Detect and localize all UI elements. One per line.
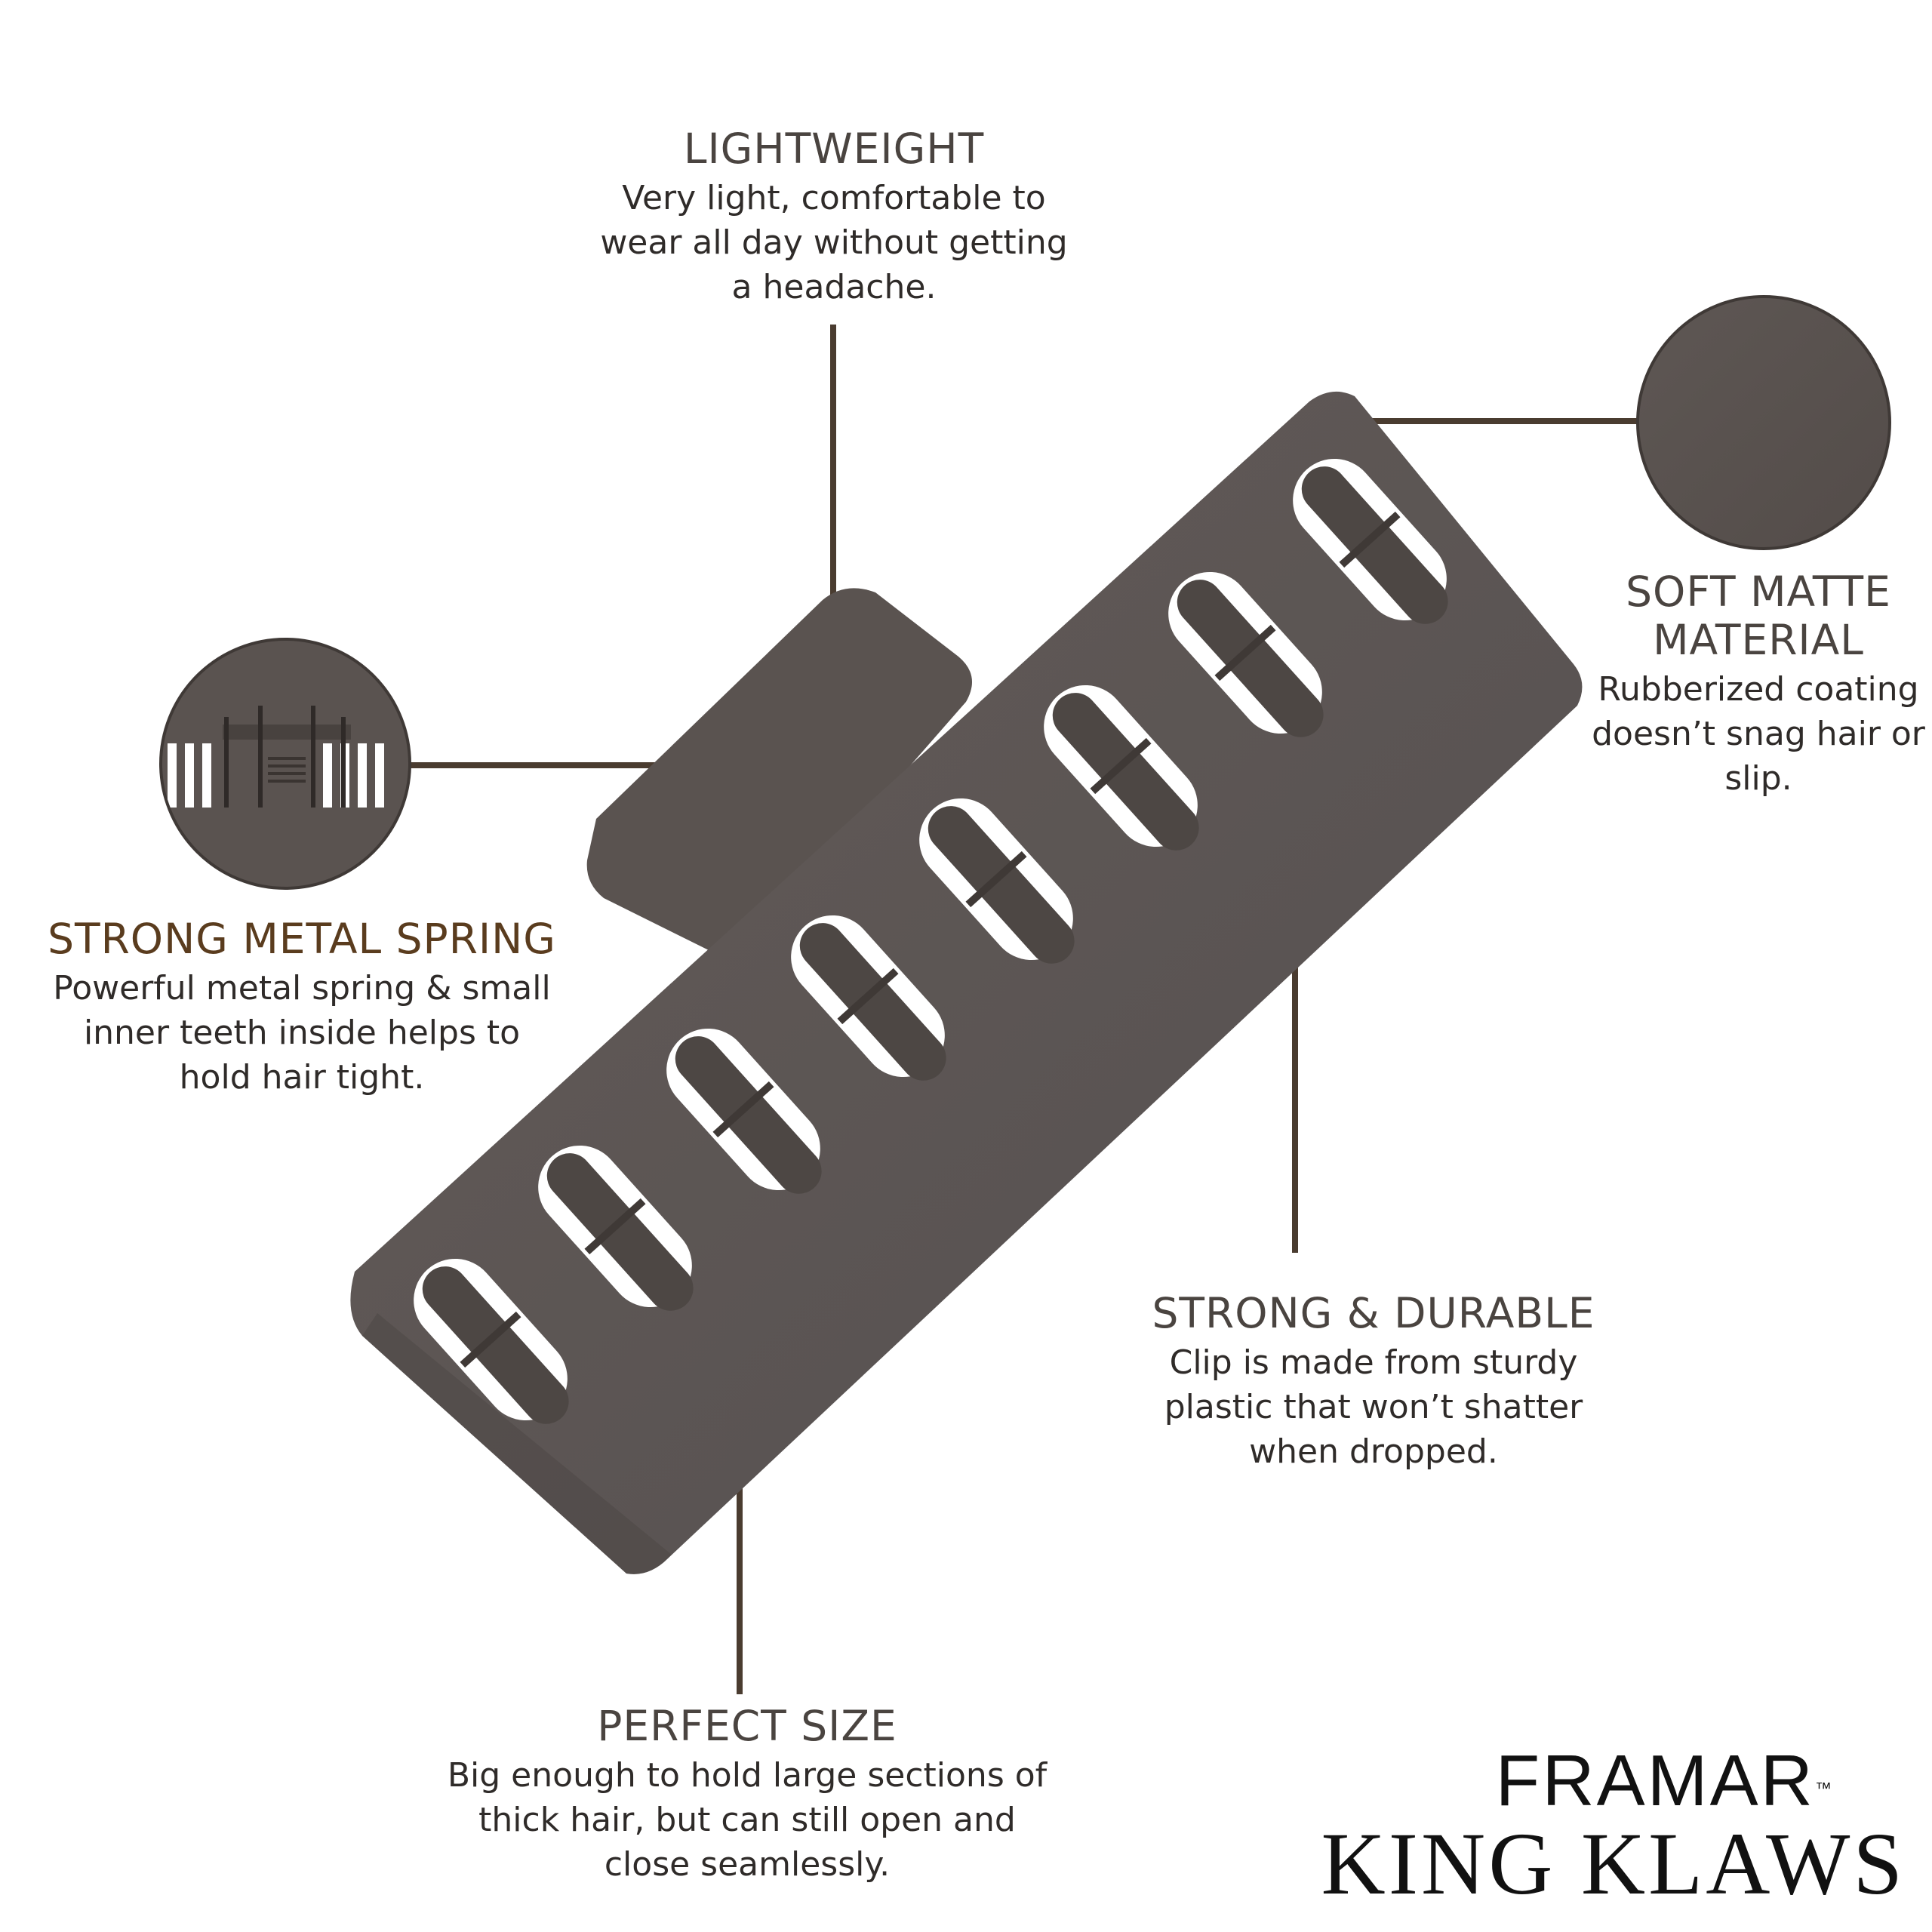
zoom-material-circle bbox=[1636, 295, 1891, 550]
feature-description: Very light, comfortable to wear all day … bbox=[600, 179, 1068, 306]
feature-perfect-size: PERFECT SIZE Big enough to hold large se… bbox=[423, 1702, 1072, 1887]
feature-title: STRONG METAL SPRING bbox=[48, 915, 556, 963]
feature-soft-matte: SOFT MATTE MATERIAL Rubberized coating d… bbox=[1585, 568, 1932, 801]
feature-title: STRONG & DURABLE bbox=[1152, 1289, 1595, 1337]
feature-strong-durable: STRONG & DURABLE Clip is made from sturd… bbox=[1147, 1289, 1600, 1474]
brand-wordmark: FRAMAR bbox=[1495, 1740, 1815, 1821]
clip-handle bbox=[586, 588, 972, 956]
trademark-symbol: ™ bbox=[1815, 1779, 1834, 1798]
clip-body bbox=[350, 391, 1583, 1574]
product-line-name: KING KLAWS bbox=[1321, 1814, 1906, 1913]
clip-slots bbox=[414, 458, 1448, 1424]
feature-description: Clip is made from sturdy plastic that wo… bbox=[1164, 1343, 1583, 1471]
feature-lightweight: LIGHTWEIGHT Very light, comfortable to w… bbox=[574, 125, 1094, 309]
feature-description: Big enough to hold large sections of thi… bbox=[447, 1756, 1048, 1884]
zoom-spring-circle bbox=[159, 638, 411, 890]
feature-title: PERFECT SIZE bbox=[597, 1702, 897, 1750]
feature-title: LIGHTWEIGHT bbox=[683, 125, 985, 173]
brand-logo: FRAMAR™ KING KLAWS bbox=[1317, 1743, 1906, 1909]
feature-metal-spring: STRONG METAL SPRING Powerful metal sprin… bbox=[30, 915, 574, 1100]
feature-description: Rubberized coating doesn’t snag hair or … bbox=[1592, 670, 1925, 798]
feature-title: SOFT MATTE MATERIAL bbox=[1626, 568, 1891, 664]
feature-description: Powerful metal spring & small inner teet… bbox=[53, 969, 551, 1097]
brand-name: FRAMAR™ bbox=[1317, 1743, 1906, 1819]
